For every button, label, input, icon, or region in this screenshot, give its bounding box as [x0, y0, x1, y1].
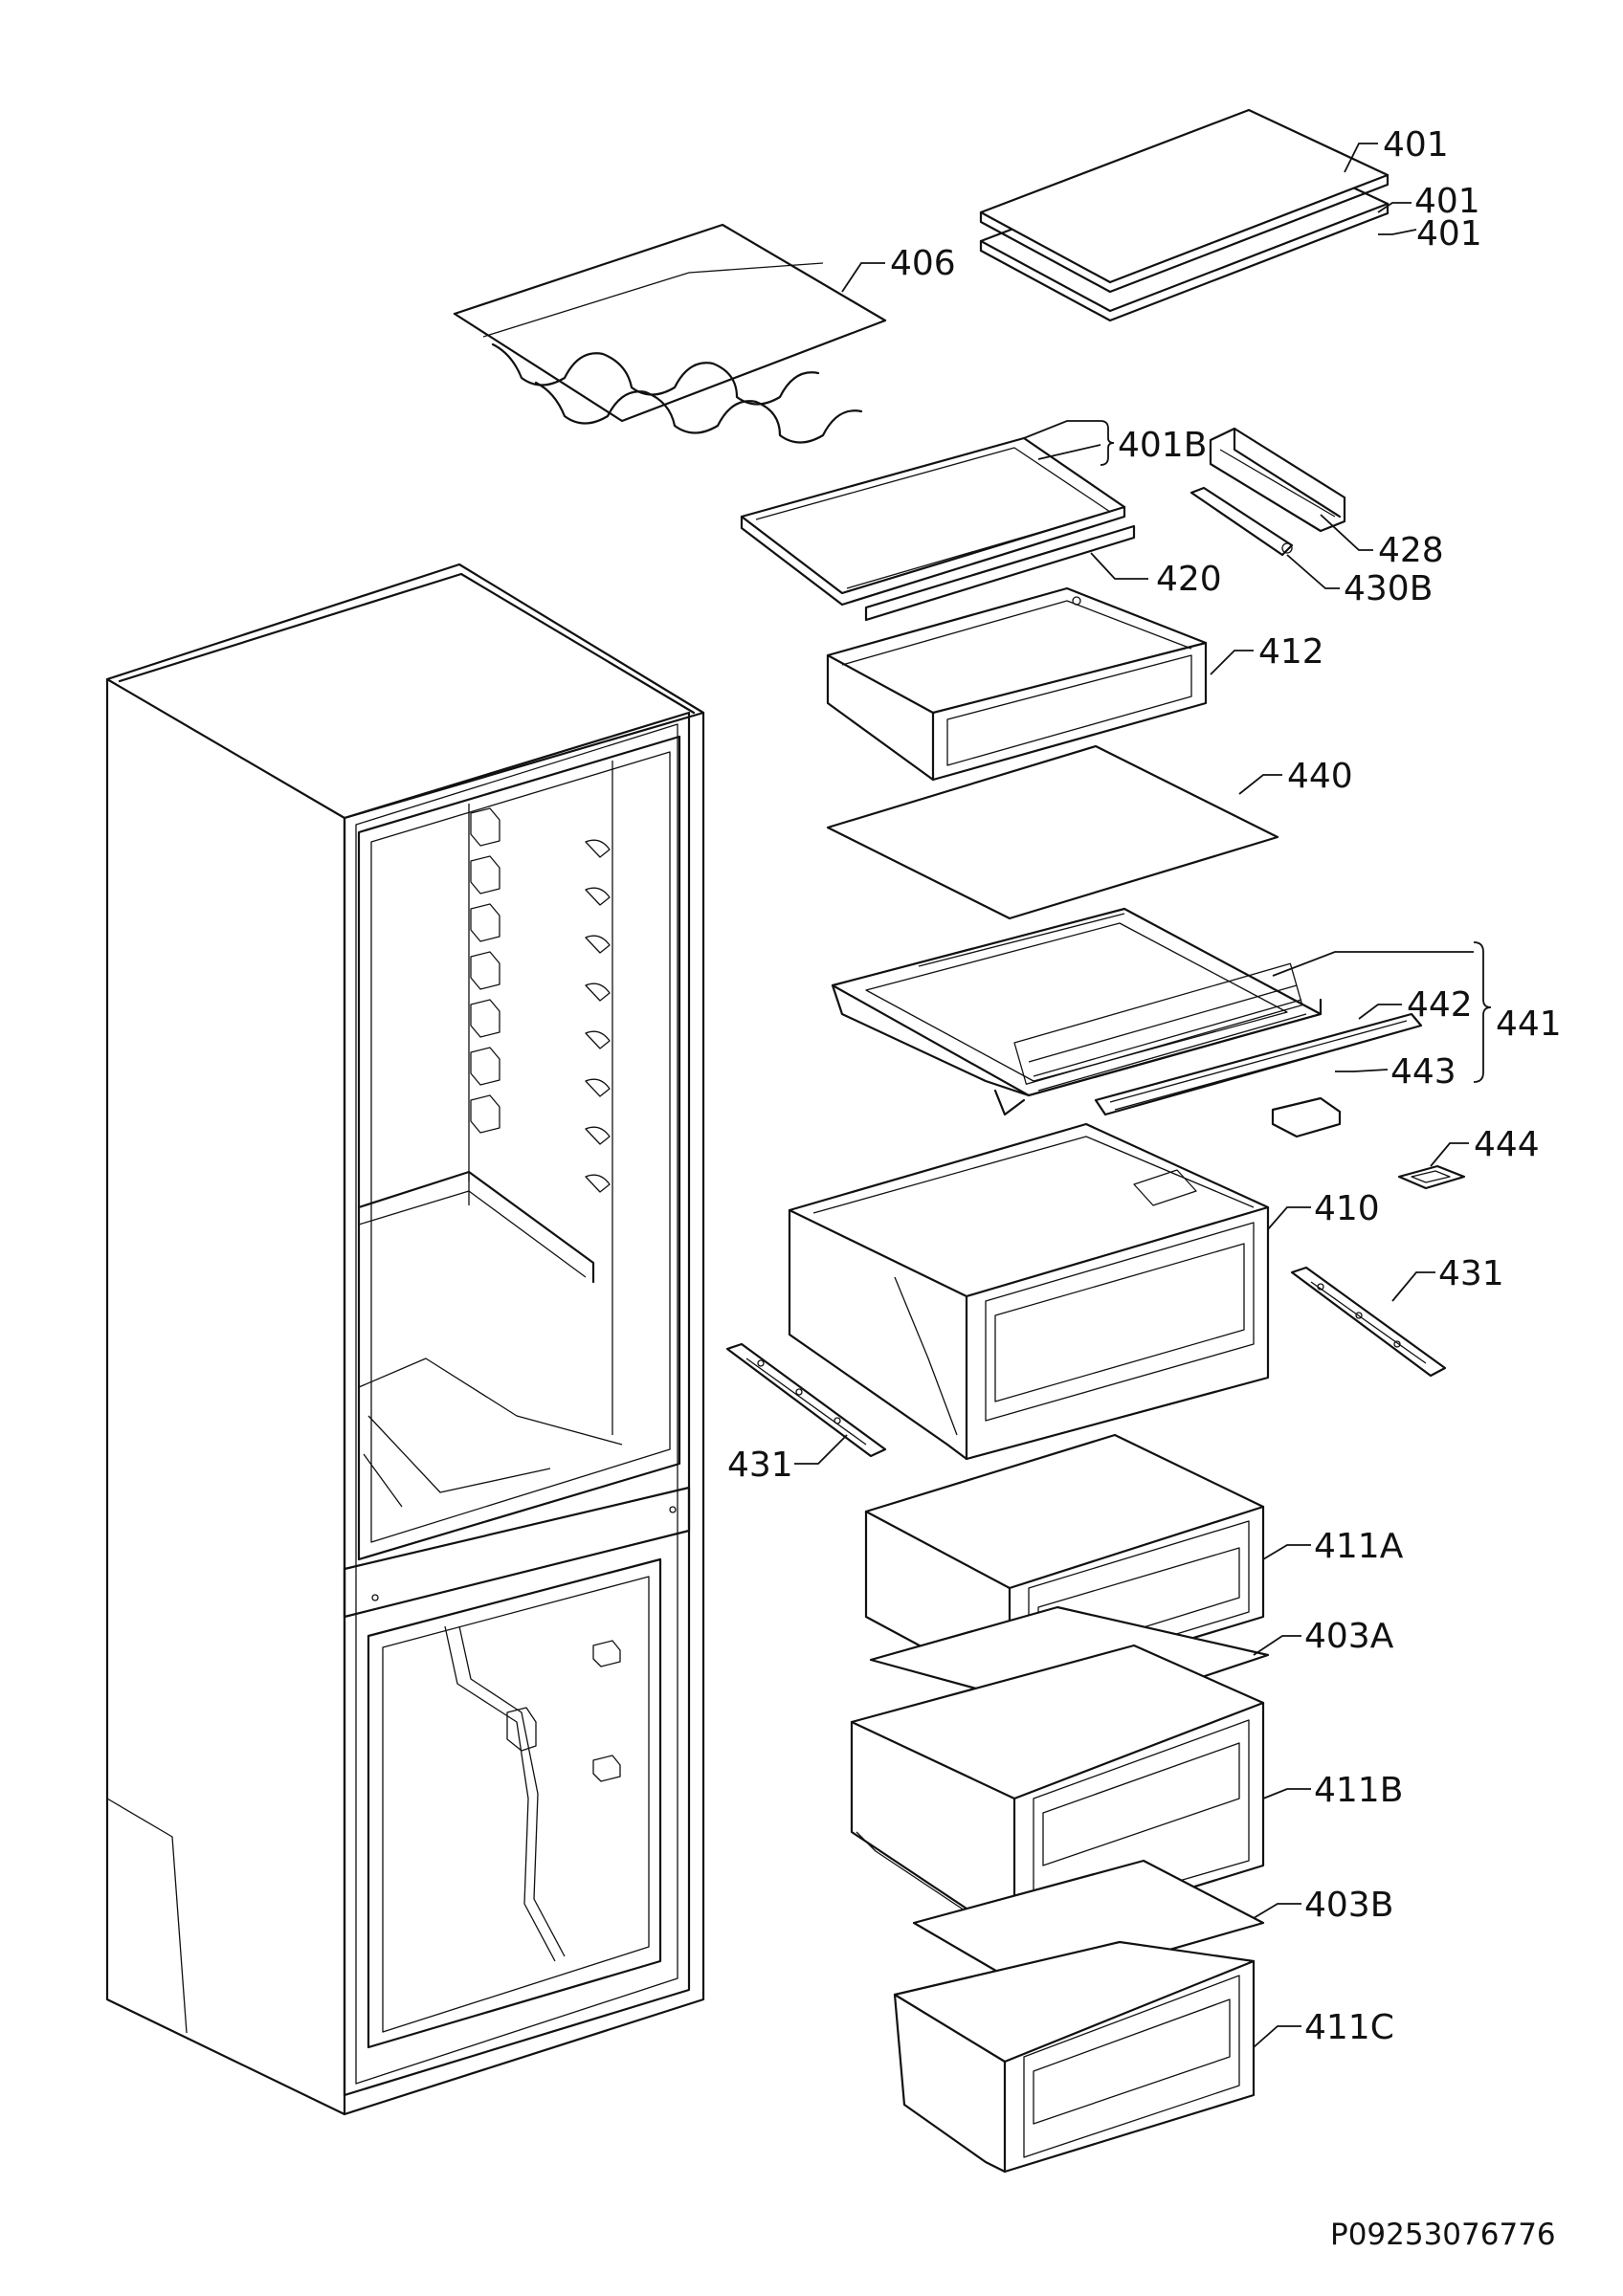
slide-rail-431-left: [727, 1344, 885, 1456]
label-406: 406: [890, 244, 956, 283]
label-441: 441: [1496, 1004, 1562, 1044]
shelf-supports: [471, 808, 610, 1192]
rail-430B: [1191, 488, 1292, 555]
insert-443: [1273, 1098, 1340, 1137]
label-442: 442: [1407, 985, 1473, 1025]
part-labels: 401 401 401 406 401B 428 430B 420 412 44…: [727, 125, 1562, 2252]
trim-strip-420: [866, 526, 1134, 620]
wine-rack-406: [455, 225, 885, 443]
label-411B: 411B: [1314, 1771, 1403, 1810]
label-401-bottom: 401: [1416, 214, 1482, 254]
glass-shelf-401B: [742, 438, 1124, 605]
label-444: 444: [1474, 1125, 1540, 1164]
freezer-drawer-411A: [866, 1435, 1263, 1693]
label-403B: 403B: [1304, 1886, 1393, 1925]
label-412: 412: [1258, 632, 1324, 672]
label-401-top: 401: [1383, 125, 1449, 165]
label-431-right: 431: [1438, 1254, 1504, 1293]
label-440: 440: [1287, 757, 1353, 796]
label-428: 428: [1378, 531, 1444, 570]
refrigerator-cabinet: [107, 564, 703, 2114]
label-403A: 403A: [1304, 1617, 1394, 1656]
glass-shelf-401-stack: [981, 110, 1388, 320]
clip-444: [1399, 1166, 1464, 1188]
label-420: 420: [1156, 560, 1222, 599]
freezer-drawer-411B: [852, 1645, 1263, 1942]
crisper-cover-441: [833, 909, 1321, 1115]
label-410: 410: [1314, 1189, 1380, 1228]
glass-cover-440: [828, 746, 1278, 918]
tray-412: [828, 588, 1206, 780]
vent-strip-442: [1096, 1014, 1421, 1115]
freezer-drawer-411C: [895, 1942, 1254, 2172]
crisper-drawer-410: [789, 1124, 1268, 1459]
label-411C: 411C: [1304, 2008, 1394, 2047]
drawing-code: P09253076776: [1330, 2218, 1556, 2252]
vent-grid: [1029, 985, 1306, 1091]
label-430B: 430B: [1344, 569, 1433, 608]
label-411A: 411A: [1314, 1527, 1404, 1566]
label-401-middle: 401: [1414, 182, 1480, 221]
label-401B: 401B: [1118, 426, 1207, 465]
bracket-428: [1211, 429, 1345, 531]
leader-lines: [794, 144, 1491, 2047]
label-431-left: 431: [727, 1446, 793, 1485]
slide-rail-431-right: [1292, 1268, 1445, 1376]
label-443: 443: [1390, 1052, 1456, 1092]
divider-plate-403B: [914, 1861, 1263, 1990]
